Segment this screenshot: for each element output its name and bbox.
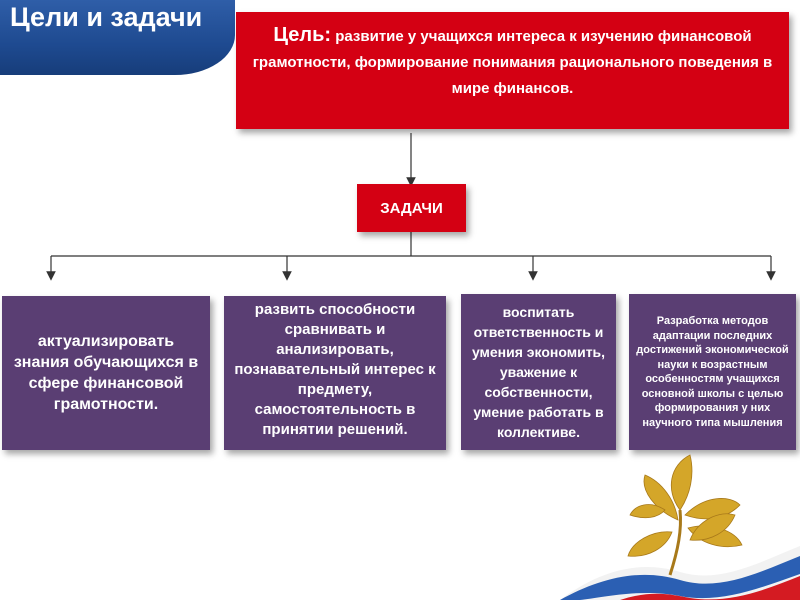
task-text-3: воспитать ответственность и умения эконо… xyxy=(466,302,611,442)
task-card-2: развить способности сравнивать и анализи… xyxy=(224,296,446,450)
task-card-1: актуализировать знания обучающихся в сфе… xyxy=(2,296,210,450)
task-card-3: воспитать ответственность и умения эконо… xyxy=(461,294,616,450)
task-text-1: актуализировать знания обучающихся в сфе… xyxy=(8,331,204,415)
laurel-branch-with-flag-ribbon-icon xyxy=(560,450,800,600)
tasks-box: ЗАДАЧИ xyxy=(357,184,466,232)
task-text-2: развить способности сравнивать и анализи… xyxy=(230,300,440,440)
tasks-label: ЗАДАЧИ xyxy=(380,200,442,217)
task-text-4: Разработка методов адаптации последних д… xyxy=(635,314,790,430)
task-card-4: Разработка методов адаптации последних д… xyxy=(629,294,796,450)
